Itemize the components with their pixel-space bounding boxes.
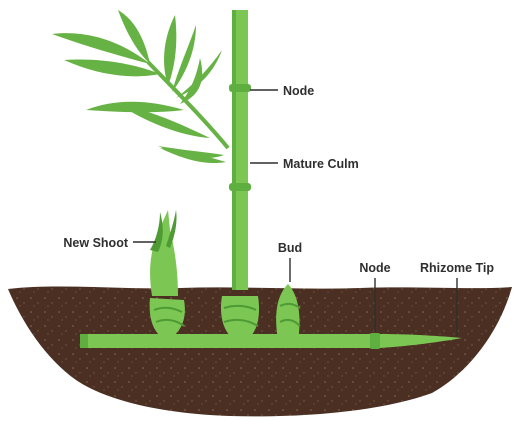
svg-text:Node: Node: [359, 261, 390, 275]
new-shoot: [150, 210, 185, 340]
label-node-upper: Node: [250, 84, 314, 98]
leaf-cluster: [52, 10, 228, 163]
soil-mound: [8, 287, 512, 417]
mature-culm: [229, 10, 251, 290]
svg-text:Bud: Bud: [278, 241, 302, 255]
svg-text:Mature Culm: Mature Culm: [283, 157, 359, 171]
svg-text:Node: Node: [283, 84, 314, 98]
svg-text:Rhizome Tip: Rhizome Tip: [420, 261, 494, 275]
svg-text:New Shoot: New Shoot: [63, 236, 128, 250]
label-bud: Bud: [278, 241, 302, 282]
label-mature-culm: Mature Culm: [250, 157, 359, 171]
label-new-shoot: New Shoot: [63, 236, 156, 250]
